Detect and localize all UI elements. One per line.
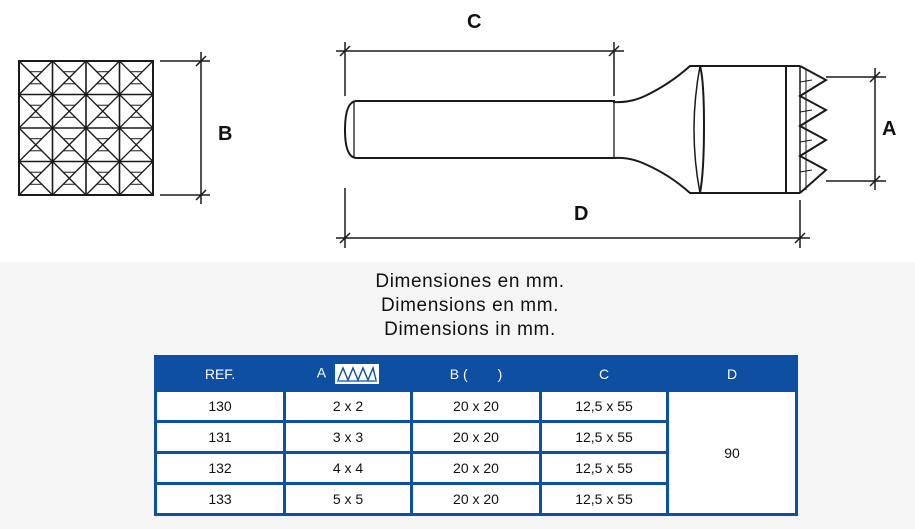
dimension-b — [160, 52, 210, 204]
dimension-a — [826, 68, 886, 190]
cell-a: 4 x 4 — [286, 454, 410, 482]
cell-ref: 133 — [157, 485, 283, 513]
bush-hammer-drawing: B C — [18, 11, 896, 248]
table-header-row: REF. A B () C D — [157, 358, 795, 389]
header-b-open: B ( — [449, 365, 468, 382]
caption-english: Dimensions in mm. — [384, 319, 556, 340]
table-row: 132 4 x 4 20 x 20 12,5 x 55 — [157, 454, 795, 482]
cell-c: 12,5 x 55 — [542, 454, 666, 482]
cell-c: 12,5 x 55 — [542, 392, 666, 420]
tooth-face-grid — [18, 60, 154, 196]
cell-ref: 131 — [157, 423, 283, 451]
header-b: B () — [413, 358, 539, 389]
table-row: 130 2 x 2 20 x 20 12,5 x 55 90 — [157, 392, 795, 513]
teeth-profile-icon — [335, 363, 380, 384]
cell-ref: 132 — [157, 454, 283, 482]
cell-a: 3 x 3 — [286, 423, 410, 451]
cell-b: 20 x 20 — [413, 392, 539, 420]
spec-table: REF. A B () C D 130 2 x 2 20 x 20 12,5 x… — [154, 355, 798, 516]
header-c: C — [542, 358, 666, 389]
caption-french: Dimensions en mm. — [380, 295, 560, 316]
label-d: D — [574, 203, 588, 225]
caption-spanish: Dimensiones en mm. — [375, 271, 565, 292]
technical-drawing: B C — [0, 0, 915, 262]
header-ref: REF. — [157, 358, 283, 389]
header-b-close: ) — [497, 365, 503, 382]
cell-c: 12,5 x 55 — [542, 485, 666, 513]
cell-c: 12,5 x 55 — [542, 423, 666, 451]
tool-side-view — [343, 65, 829, 194]
table-row: 133 5 x 5 20 x 20 12,5 x 55 — [157, 485, 795, 513]
cell-b: 20 x 20 — [413, 423, 539, 451]
cell-a: 5 x 5 — [286, 485, 410, 513]
cell-b: 20 x 20 — [413, 485, 539, 513]
header-a-label: A — [316, 364, 326, 381]
cell-d-merged: 90 — [669, 392, 795, 513]
cell-a: 2 x 2 — [286, 392, 410, 420]
cell-b: 20 x 20 — [413, 454, 539, 482]
header-a: A — [286, 358, 410, 389]
dimensions-caption: Dimensiones en mm. Dimensions en mm. Dim… — [0, 270, 915, 342]
label-b: B — [218, 123, 232, 145]
label-a: A — [882, 118, 896, 140]
dimension-d — [336, 188, 810, 248]
header-d: D — [669, 358, 795, 389]
cell-ref: 130 — [157, 392, 283, 420]
label-c: C — [467, 11, 481, 33]
dimension-c — [336, 42, 624, 96]
table-row: 131 3 x 3 20 x 20 12,5 x 55 — [157, 423, 795, 451]
